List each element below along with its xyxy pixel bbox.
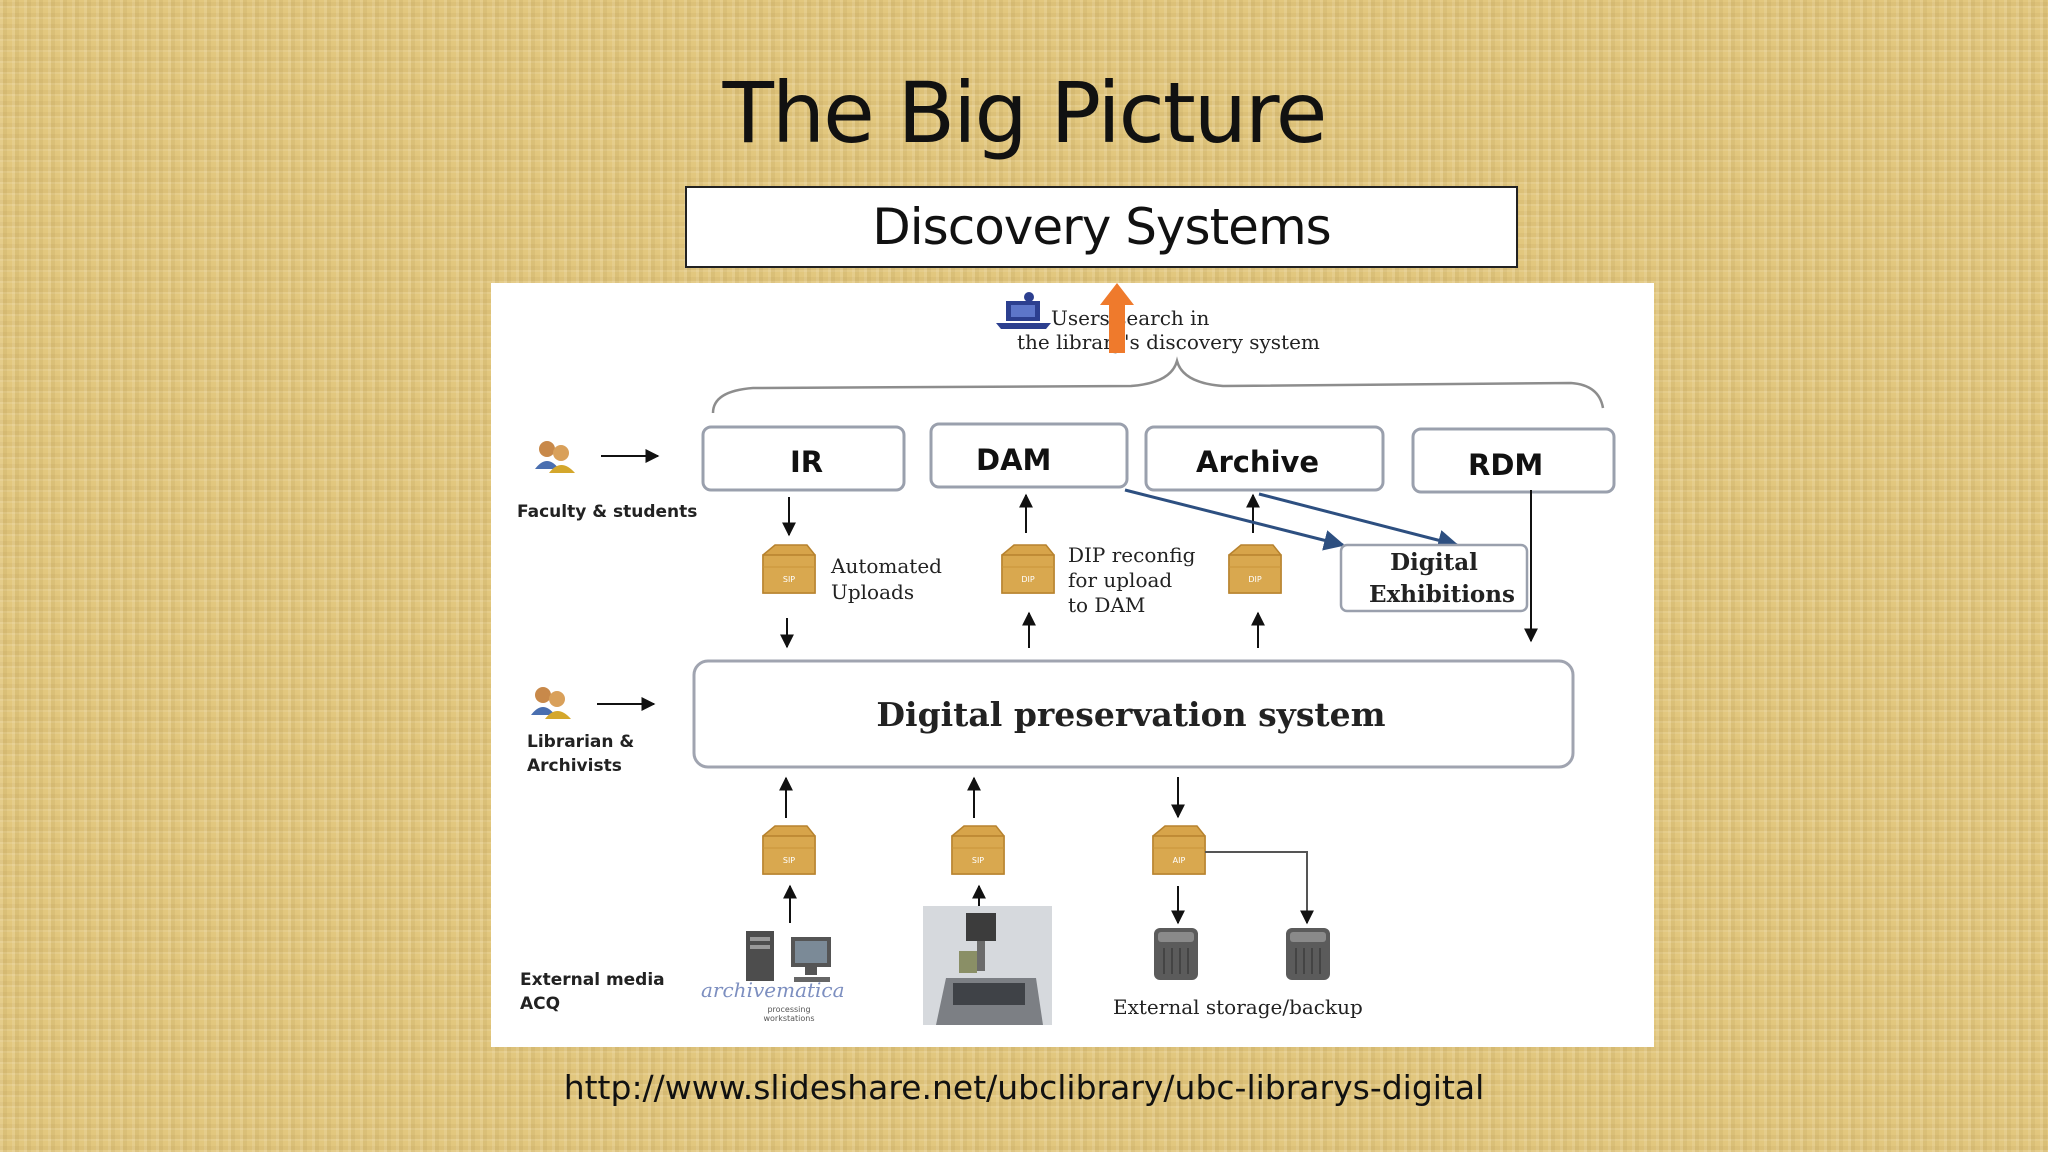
computer-user-icon: [996, 292, 1051, 329]
ir-label: IR: [790, 445, 823, 479]
discovery-systems-box: Discovery Systems: [685, 186, 1518, 268]
dip-package-icon-dam: DIP: [1001, 544, 1055, 594]
processing-line2: workstations: [763, 1014, 814, 1023]
sip-package-icon-ir: SIP: [762, 544, 816, 594]
aip-package-icon: AIP: [1152, 825, 1206, 875]
dip-package-icon-archive: DIP: [1228, 544, 1282, 594]
archivematica-logo-text: archivematica: [701, 978, 845, 1002]
storage-label: External storage/backup: [1113, 995, 1363, 1019]
preservation-system-label: Digital preservation system: [876, 695, 1385, 734]
orange-up-arrow-icon: [1100, 283, 1134, 353]
discovery-systems-label: Discovery Systems: [872, 198, 1331, 256]
scanner-photo: [923, 906, 1052, 1025]
sip-package-icon-2: SIP: [951, 825, 1005, 875]
svg-text:DIP: DIP: [1021, 575, 1035, 584]
external-media-line2: ACQ: [520, 994, 560, 1014]
slide-title: The Big Picture: [722, 64, 1328, 162]
ir-box: [701, 425, 906, 492]
grouping-brace: [711, 356, 1605, 414]
dip-reconfig-line1: DIP reconfig: [1068, 543, 1196, 567]
dip-reconfig-line2: for upload: [1068, 568, 1172, 592]
dip-reconfig-line3: to DAM: [1068, 593, 1145, 617]
external-media-line1: External media: [520, 970, 665, 990]
storage-drive-icon-2: [1285, 927, 1331, 981]
svg-text:SIP: SIP: [783, 575, 795, 584]
dam-label: DAM: [976, 443, 1051, 477]
diagram-panel: Users search in the library's discovery …: [491, 283, 1654, 1047]
faculty-students-label: Faculty & students: [517, 502, 697, 522]
librarian-people-icon: [531, 687, 571, 719]
automated-line2: Uploads: [831, 580, 914, 604]
workstation-icon: [746, 931, 831, 982]
archive-box: [1144, 425, 1385, 492]
dam-to-exhibitions-arrow: [1124, 488, 1346, 551]
source-url: http://www.slideshare.net/ubclibrary/ubc…: [563, 1068, 1485, 1107]
archive-to-exhibitions-arrow: [1258, 492, 1460, 551]
users-search-line1: Users search in: [1051, 306, 1210, 330]
aip-to-backup-connector: [1205, 851, 1314, 925]
dam-box: [929, 422, 1129, 489]
processing-line1: processing: [767, 1005, 810, 1014]
rdm-box: [1411, 427, 1616, 494]
users-search-line2: the library's discovery system: [1017, 330, 1320, 354]
archive-label: Archive: [1196, 445, 1319, 479]
svg-text:SIP: SIP: [972, 856, 984, 865]
sip-package-icon-1: SIP: [762, 825, 816, 875]
preservation-system-box: [692, 659, 1575, 769]
storage-drive-icon-1: [1153, 927, 1199, 981]
librarian-line1: Librarian &: [527, 732, 634, 752]
svg-text:SIP: SIP: [783, 856, 795, 865]
librarian-line2: Archivists: [527, 756, 622, 776]
svg-text:DIP: DIP: [1248, 575, 1262, 584]
digital-exhibitions-line1: Digital: [1390, 549, 1478, 576]
faculty-people-icon: [535, 441, 575, 473]
svg-text:AIP: AIP: [1173, 856, 1186, 865]
rdm-label: RDM: [1468, 448, 1543, 482]
digital-exhibitions-line2: Exhibitions: [1369, 581, 1515, 608]
diagram-svg: Users search in the library's discovery …: [517, 292, 1616, 1025]
digital-exhibitions-box: [1339, 543, 1529, 613]
automated-line1: Automated: [830, 554, 942, 578]
